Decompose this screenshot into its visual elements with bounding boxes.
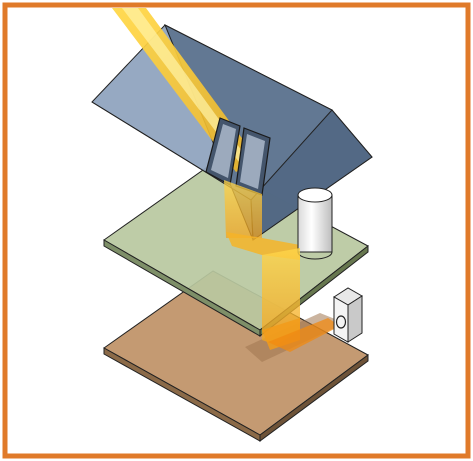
light-tube	[298, 188, 332, 259]
wall-fixture	[334, 288, 362, 342]
